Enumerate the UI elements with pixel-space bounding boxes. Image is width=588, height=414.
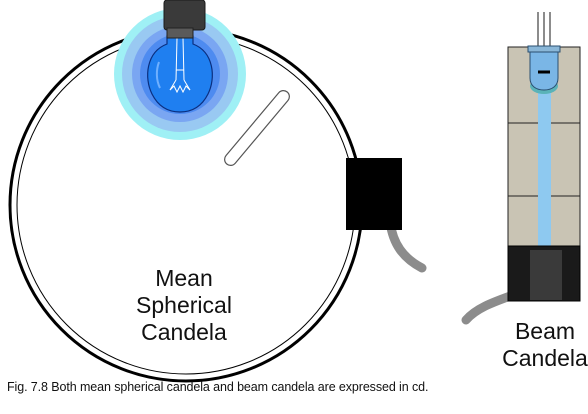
lamp-bulb: [147, 0, 213, 113]
led-flange: [527, 45, 561, 53]
beam-apparatus: [461, 12, 581, 325]
sphere-detector-box: [346, 158, 402, 230]
sphere-label-line-2: Spherical: [136, 292, 232, 318]
bulb-glass: [147, 35, 213, 113]
beam-label-line-1: Beam: [515, 318, 575, 344]
lamp-base-collar: [166, 27, 194, 39]
beam-label-line-2: Candela: [502, 345, 588, 371]
sphere-label-line-3: Candela: [141, 319, 227, 345]
sphere-photodetector: [346, 158, 427, 273]
light-beam: [538, 82, 551, 250]
sphere-label-line-1: Mean: [155, 265, 213, 291]
lamp-socket: [163, 0, 206, 31]
beam-label: Beam Candela: [502, 318, 588, 371]
beam-detector-inner: [530, 250, 562, 300]
bulb-filament: [169, 37, 191, 94]
led-leads: [537, 12, 551, 48]
bulb-highlight: [155, 61, 161, 89]
sphere-label: Mean Spherical Candela: [136, 265, 232, 345]
figure-caption: Fig. 7.8 Both mean spherical candela and…: [7, 380, 429, 394]
sphere-baffle: [224, 89, 290, 167]
